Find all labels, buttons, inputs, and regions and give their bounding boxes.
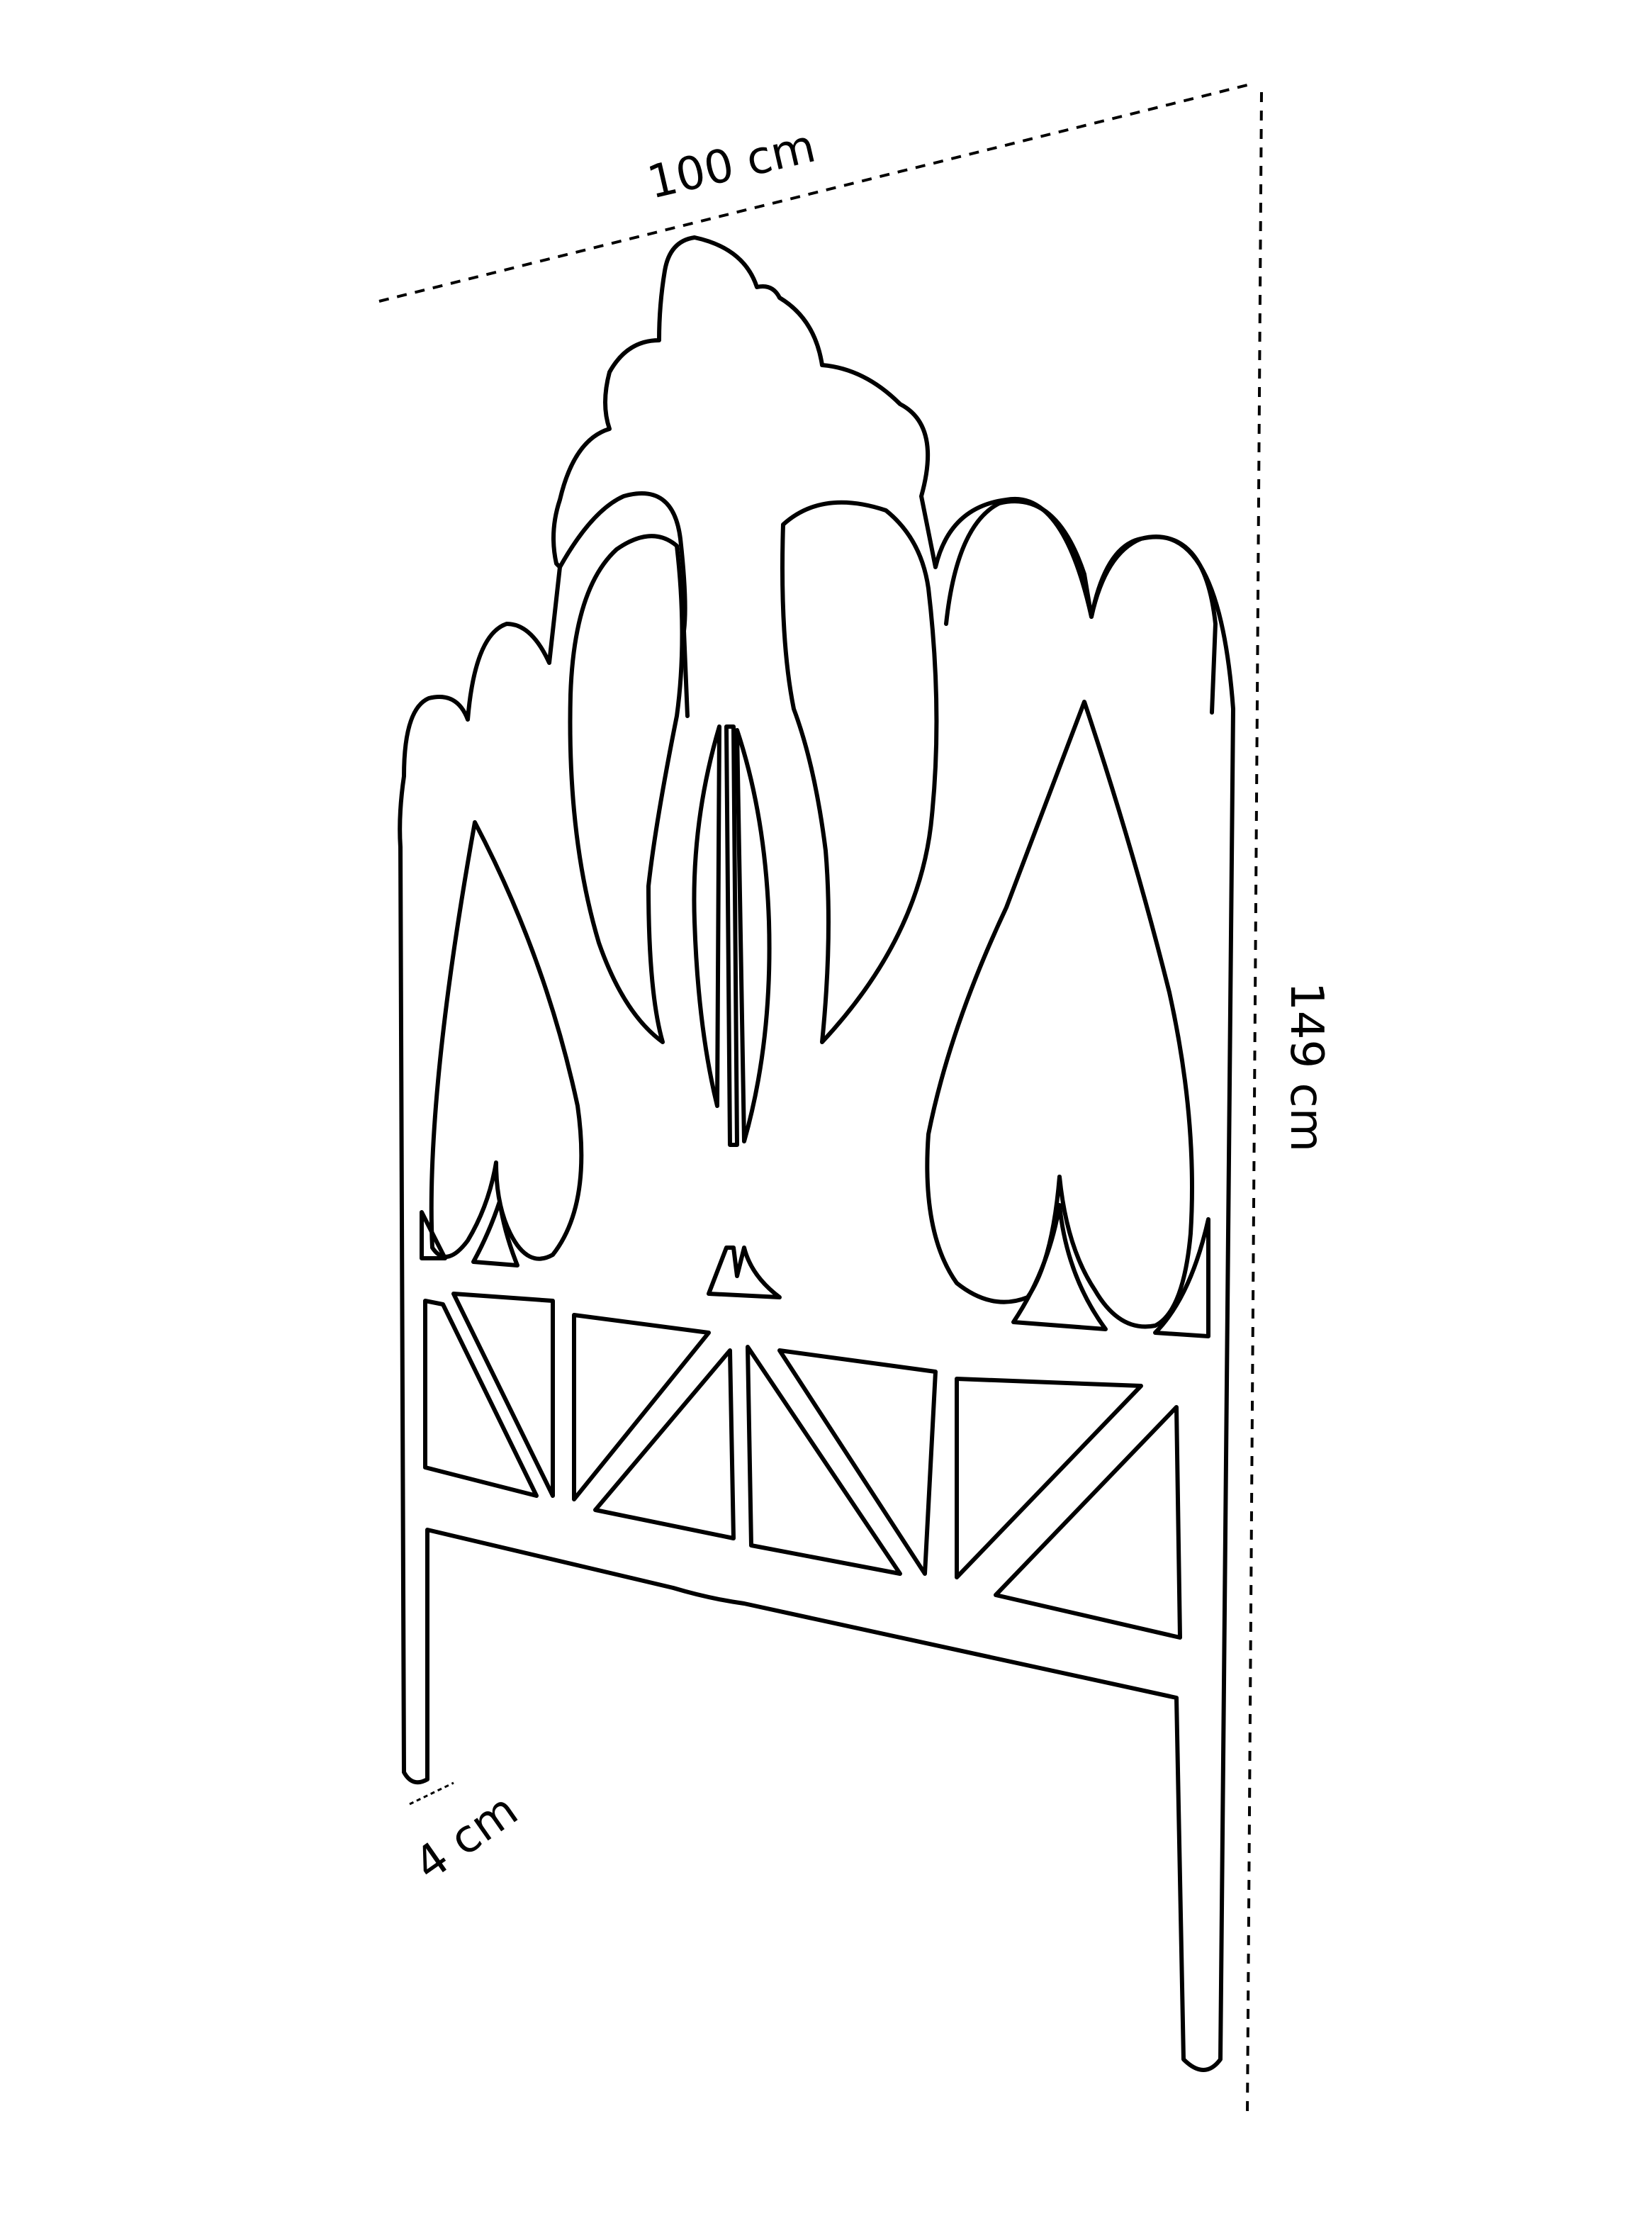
- lobe-left-inner: [568, 534, 685, 1044]
- rail-panel-1-upper: [423, 1299, 539, 1498]
- lobe-right-inner: [780, 500, 939, 1044]
- spear-tip-right-2: [1153, 1217, 1210, 1338]
- panel-outer-outline: [398, 235, 1235, 2072]
- spear-tip-left-1: [420, 1210, 447, 1260]
- fence-panel: [398, 235, 1235, 2072]
- rail-panel-3-lower: [777, 1348, 938, 1576]
- rail-panel-1-lower: [451, 1292, 555, 1498]
- rail-panel-2-upper: [572, 1313, 711, 1501]
- height-label: 149 cm: [1280, 982, 1332, 1152]
- spear-tip-center: [707, 1246, 782, 1299]
- finial-inner-line: [558, 491, 690, 718]
- center-slat-middle: [724, 724, 739, 1147]
- rail-panel-2-lower: [593, 1348, 736, 1540]
- center-slat-left: [692, 724, 721, 1108]
- width-dimension-line: [378, 82, 1254, 303]
- width-label: 100 cm: [643, 120, 821, 209]
- spear-tip-left-2: [471, 1199, 519, 1267]
- lobe-left-outer: [429, 820, 584, 1261]
- lobe-right-outer-top: [944, 499, 1218, 715]
- rail-panel-4-upper: [955, 1377, 1143, 1579]
- lobe-right-teardrop: [925, 700, 1194, 1329]
- rail-panel-3-upper: [746, 1345, 902, 1576]
- height-dimension-line: [1246, 91, 1263, 2117]
- center-slat-right: [735, 728, 772, 1143]
- spear-tip-right-1: [1011, 1203, 1108, 1331]
- rail-panel-4-lower: [994, 1405, 1182, 1640]
- thickness-label: 4 cm: [405, 1784, 527, 1892]
- thickness-dimension-line: [409, 1781, 454, 1806]
- dimension-lines: [378, 82, 1263, 2117]
